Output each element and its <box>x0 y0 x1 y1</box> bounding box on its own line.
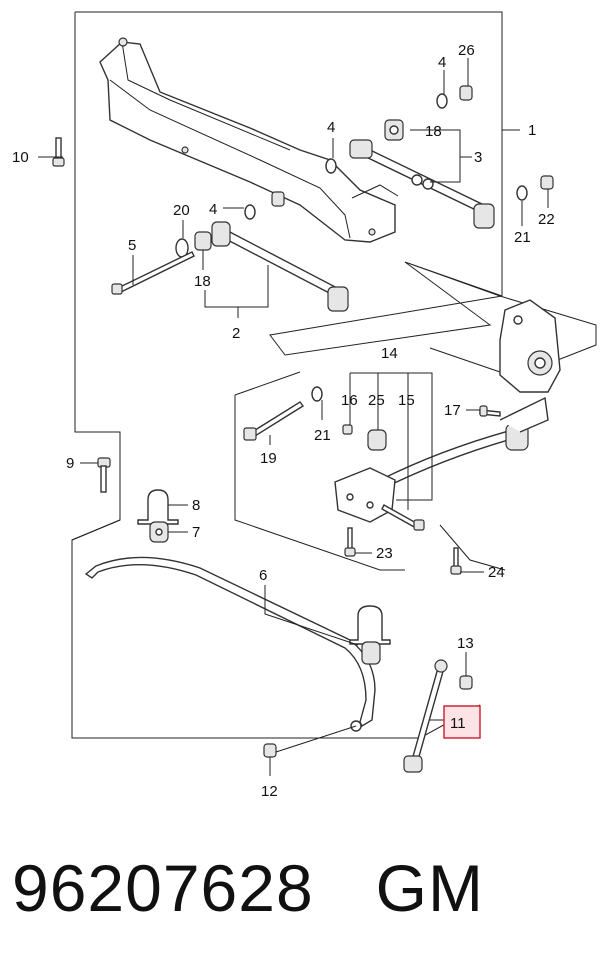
callout-13: 13 <box>457 635 474 652</box>
clamp-on-bar <box>349 605 391 665</box>
washer-left <box>244 191 285 220</box>
knuckle <box>499 299 561 393</box>
callout-26: 26 <box>458 42 475 59</box>
callout-3: 3 <box>474 149 482 166</box>
brand-name: GM <box>375 851 484 925</box>
bushing-upper <box>384 119 404 141</box>
bolt-15 <box>381 504 425 531</box>
stabilizer-link <box>403 659 448 773</box>
callout-labels: 1 2 3 4 4 4 5 6 7 8 9 10 11 12 13 14 15 … <box>12 42 555 800</box>
callout-24: 24 <box>488 564 505 581</box>
callout-11: 11 <box>450 715 466 732</box>
bolt-5 <box>111 251 195 295</box>
footer-caption: 96207628 GM <box>12 848 592 928</box>
callout-4-top: 4 <box>438 54 446 71</box>
lateral-rod <box>379 396 549 489</box>
callout-4-mid: 4 <box>327 119 335 136</box>
callout-18-lower: 18 <box>194 273 211 290</box>
bushing-7 <box>149 521 169 543</box>
callout-14: 14 <box>381 345 398 362</box>
clamp-8 <box>137 489 179 525</box>
callout-20: 20 <box>173 202 190 219</box>
callout-12: 12 <box>261 783 278 800</box>
washer-mid <box>325 158 337 174</box>
bolt-10 <box>52 137 65 167</box>
bolt-19 <box>243 386 323 441</box>
callout-22: 22 <box>538 211 555 228</box>
callout-23: 23 <box>376 545 393 562</box>
callout-17: 17 <box>444 402 461 419</box>
callout-19: 19 <box>260 450 277 467</box>
callout-16: 16 <box>341 392 358 409</box>
subframe-crossmember <box>99 37 399 243</box>
nut-12 <box>263 743 277 758</box>
callout-25: 25 <box>368 392 385 409</box>
callout-10: 10 <box>12 149 29 166</box>
callout-21-left: 21 <box>314 427 331 444</box>
stabilizer-bar <box>84 556 376 732</box>
upper-control-arm <box>349 139 495 229</box>
callout-4-left: 4 <box>209 201 217 218</box>
bolt-24 <box>450 547 462 575</box>
highlight-box <box>443 705 481 739</box>
callout-18-upper: 18 <box>425 123 442 140</box>
callout-8: 8 <box>192 497 200 514</box>
part-number: 96207628 <box>12 851 314 925</box>
bolt-17 <box>479 405 501 417</box>
bolt-23 <box>344 527 356 557</box>
nut-13 <box>459 675 473 690</box>
callout-5: 5 <box>128 237 136 254</box>
bolt-9 <box>97 457 111 493</box>
lower-control-arm <box>175 221 349 312</box>
callout-9: 9 <box>66 455 74 472</box>
callout-2: 2 <box>232 325 240 342</box>
callout-1: 1 <box>528 122 536 139</box>
region-outline-lower <box>71 519 481 739</box>
callout-21-right: 21 <box>514 229 531 246</box>
washer-21-right <box>516 175 554 201</box>
leader-lines <box>38 58 549 776</box>
region-outline-upper <box>71 11 597 739</box>
callout-7: 7 <box>192 524 200 541</box>
callout-6: 6 <box>259 567 267 584</box>
callout-15: 15 <box>398 392 415 409</box>
washer-top <box>436 85 473 109</box>
